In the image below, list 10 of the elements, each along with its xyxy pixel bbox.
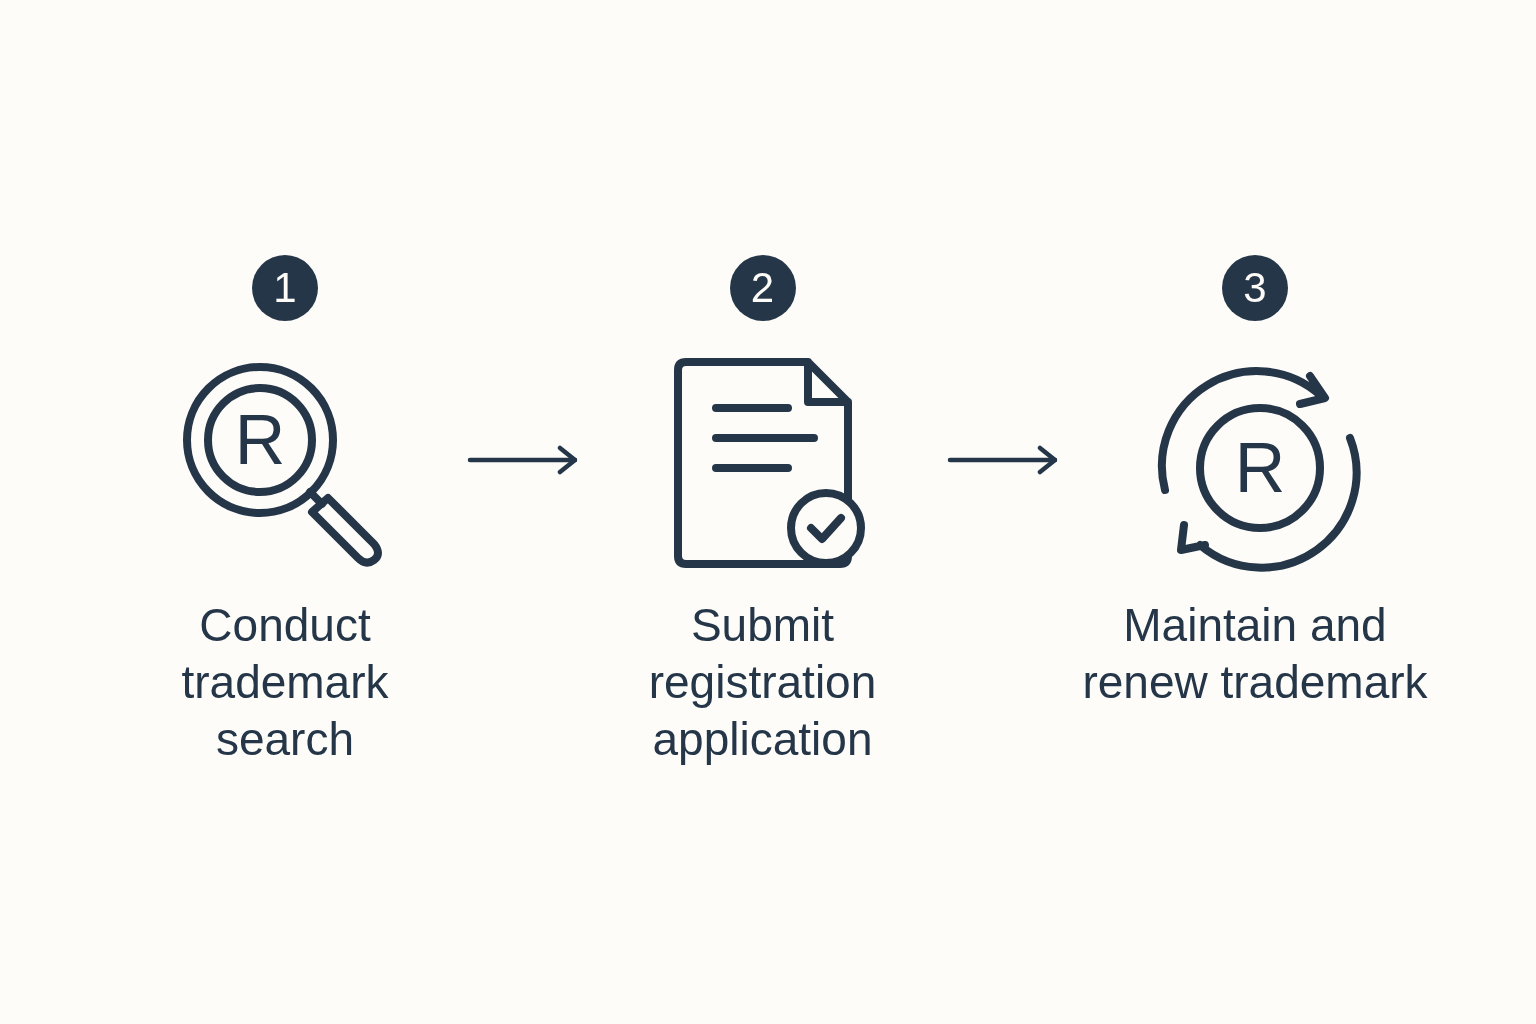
arrow (947, 445, 1058, 475)
arrow (467, 445, 578, 475)
registered-letter: R (234, 401, 286, 479)
step-number-badge: 1 (252, 255, 318, 321)
step-label: Conduct trademark search (180, 598, 390, 767)
step-number-badge: 2 (729, 255, 796, 321)
registered-letter: R (1234, 429, 1286, 507)
step-label: Maintain and renew trademark (1081, 598, 1429, 710)
step-number-badge: 3 (1222, 255, 1288, 321)
step-label: Submit registration application (647, 598, 878, 767)
